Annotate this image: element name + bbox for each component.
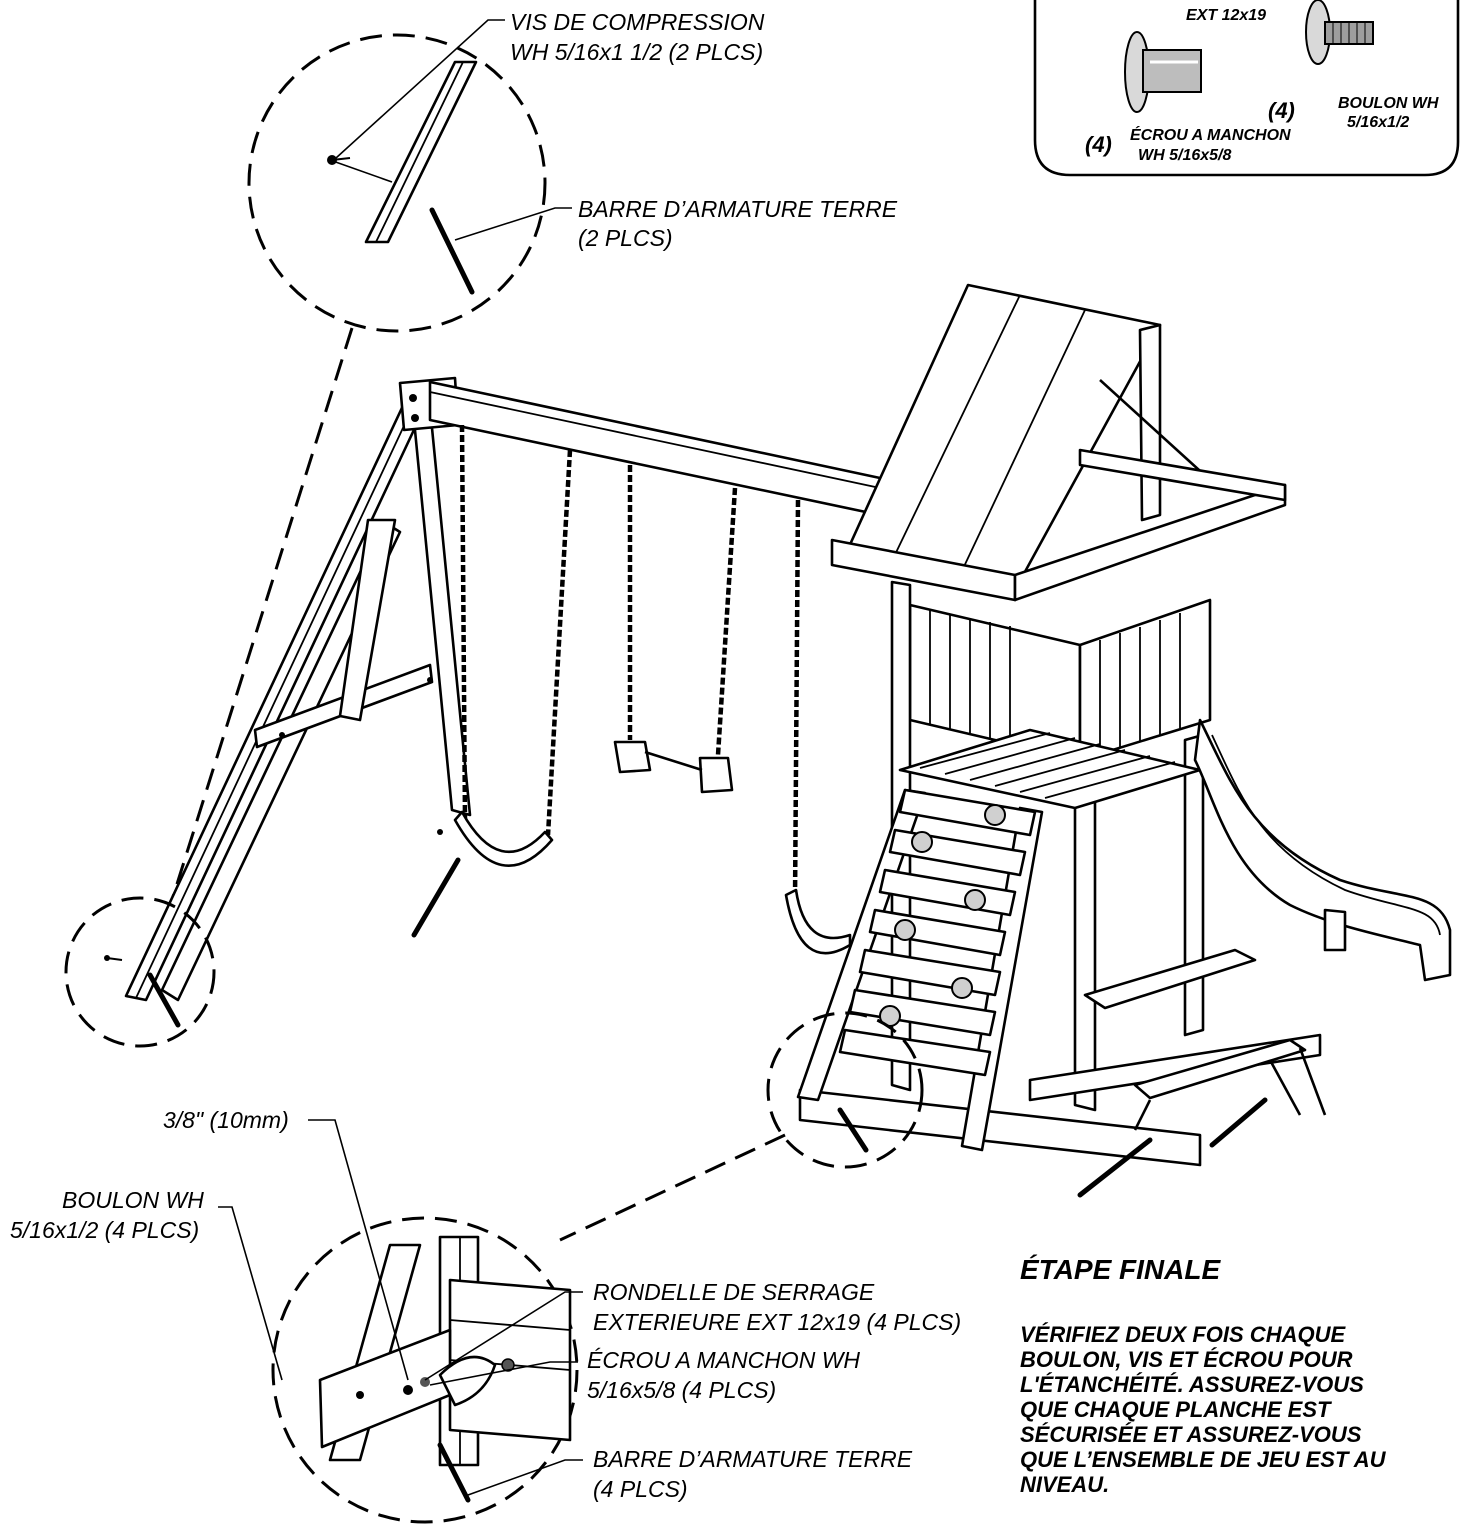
label-top-rebar-1: BARRE D’ARMATURE TERRE [578, 196, 898, 222]
hardware-box-frame [1033, 0, 1460, 177]
hardware-bolt-label-1: BOULON WH [1338, 95, 1439, 112]
hardware-nut-label-1: ÉCROU A MANCHON [1130, 125, 1291, 144]
label-bottom-washer-1: RONDELLE DE SERRAGE [593, 1279, 875, 1305]
swing-beam [428, 380, 882, 517]
detail-circle-bottom [271, 1216, 579, 1524]
final-step-line-1: VÉRIFIEZ DEUX FOIS CHAQUE [1020, 1322, 1346, 1347]
label-top-screw-2: WH 5/16x1 1/2 (2 PLCS) [510, 39, 763, 65]
trapeze-bar [613, 465, 738, 794]
a-frame-swing-set [124, 376, 472, 1002]
label-bottom-nut-2: 5/16x5/8 (4 PLCS) [587, 1377, 776, 1403]
final-step-title: ÉTAPE FINALE [1020, 1254, 1221, 1285]
hardware-bolt-qty: (4) [1268, 98, 1295, 123]
final-step-line-5: SÉCURISÉE ET ASSUREZ-VOUS [1020, 1422, 1362, 1447]
final-step-line-3: L'ÉTANCHÉITÉ. ASSUREZ-VOUS [1020, 1372, 1364, 1397]
label-bottom-rebar-1: BARRE D’ARMATURE TERRE [593, 1446, 913, 1472]
detail-circle-fort-bottom [766, 1011, 924, 1169]
label-bottom-nut-1: ÉCROU A MANCHON WH [587, 1347, 860, 1373]
label-bottom-washer-2: EXTERIEURE EXT 12x19 (4 PLCS) [593, 1309, 961, 1335]
detail-circle-left-leg [64, 896, 216, 1048]
label-top-rebar-2: (2 PLCS) [578, 225, 673, 251]
final-step-line-6: QUE L’ENSEMBLE DE JEU EST AU [1020, 1447, 1387, 1472]
hardware-washer-size: EXT 12x19 [1186, 7, 1266, 24]
sleeve-nut-icon [1124, 31, 1202, 113]
final-step-line-7: NIVEAU. [1020, 1472, 1109, 1497]
final-step-line-2: BOULON, VIS ET ÉCROU POUR [1020, 1347, 1353, 1372]
swing-belt-2 [784, 499, 852, 955]
bolt-icon [1305, 0, 1374, 65]
hardware-nut-qty: (4) [1085, 132, 1112, 157]
final-step-block: ÉTAPE FINALE VÉRIFIEZ DEUX FOIS CHAQUE B… [1020, 1254, 1387, 1497]
detail-circle-top [247, 33, 547, 333]
label-top-screw-1: VIS DE COMPRESSION [510, 9, 765, 35]
hardware-bolt-label-2: 5/16x1/2 [1347, 114, 1409, 131]
final-step-line-4: QUE CHAQUE PLANCHE EST [1020, 1397, 1332, 1422]
label-bottom-bolt-2: 5/16x1/2 (4 PLCS) [10, 1217, 199, 1243]
label-bottom-rebar-2: (4 PLCS) [593, 1476, 688, 1502]
swing-belt-1 [411, 424, 573, 938]
label-dimension: 3/8" (10mm) [163, 1107, 289, 1133]
hardware-box: EXT 12x19 (4) BOULON WH 5/16x1/2 (4) ÉCR… [1033, 0, 1460, 177]
play-fort [796, 283, 1452, 1198]
hardware-nut-label-2: WH 5/16x5/8 [1138, 147, 1231, 164]
label-bottom-bolt-1: BOULON WH [62, 1187, 204, 1213]
